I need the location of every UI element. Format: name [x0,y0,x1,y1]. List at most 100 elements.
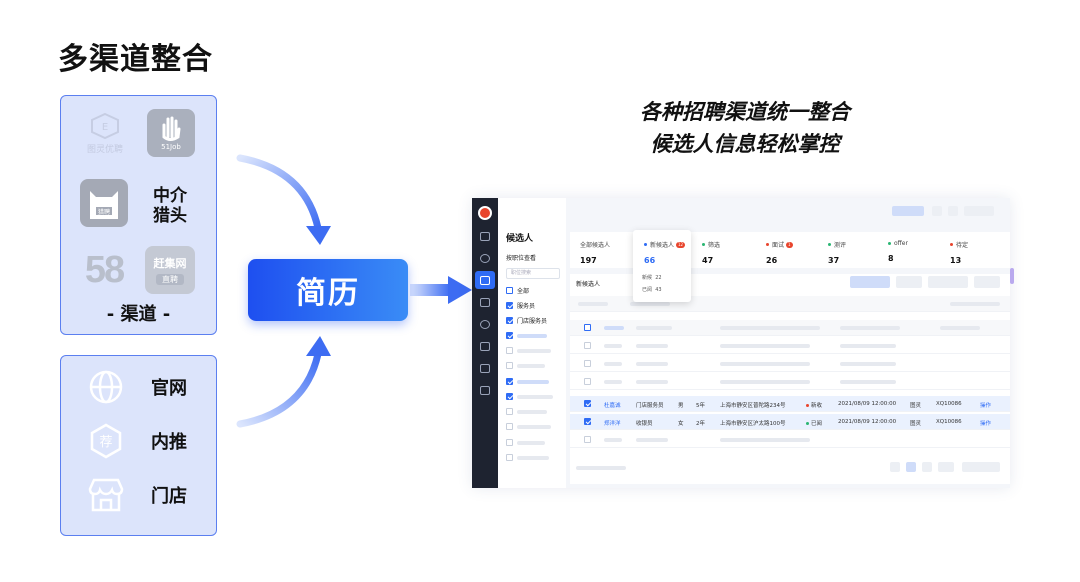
tree-item-waiter[interactable]: 服务员 [506,301,535,310]
ganji-logo: 赶集网 直聘 [145,246,195,294]
cat-logo: 猎聘 [80,179,128,227]
position-filter-panel: 候选人 按职位查看 职位搜索 全部 服务员 门店服务员 [498,198,566,488]
tree-item[interactable] [506,362,545,369]
app-sidebar [472,198,498,488]
table-row-1[interactable]: 杜嘉诚 门店服务员 男 5年 上海市静安区普陀路234号 新收 2021/08/… [570,396,1010,412]
home-icon[interactable] [480,232,490,241]
report-icon[interactable] [480,364,490,373]
arrow-top [236,154,331,245]
channel-store-label: 门店 [151,486,187,507]
store-icon [87,476,125,514]
table-header [570,320,1010,336]
tuling-icon: E [91,112,119,139]
candidates-title: 候选人 [506,234,534,244]
cat-text: 猎聘 [98,208,110,216]
app-screenshot: 候选人 按职位查看 职位搜索 全部 服务员 门店服务员 全部候选人 197 [472,198,1010,488]
table-row[interactable] [570,432,1010,448]
table-action-button[interactable] [850,276,890,288]
stat-screening[interactable]: 筛选 47 [702,242,721,265]
tree-item[interactable] [506,408,547,415]
arrow-right [410,276,472,304]
top-icon[interactable] [932,206,942,216]
tree-item[interactable] [506,439,545,446]
58-text: 58 [84,248,125,291]
popup-new: 新候 22 [642,275,662,281]
position-search-input[interactable]: 职位搜索 [506,268,560,279]
table-row[interactable] [570,374,1010,390]
page-title: 多渠道整合 [58,42,213,77]
tuling-text: 图灵优聘 [86,144,123,155]
tree-item-store-waiter[interactable]: 门店服务员 [506,316,547,325]
ganji-text: 赶集网 [153,257,187,270]
arrow-bottom [236,336,331,428]
channel-website: 官网 [87,368,187,406]
thumb-icon[interactable] [480,342,490,351]
app-logo [478,206,492,220]
scroll-indicator[interactable] [1010,268,1014,284]
stat-pending[interactable]: 待定 13 [950,242,969,265]
filter-label: 按职位查看 [506,255,537,262]
stat-assessment[interactable]: 测评 37 [828,242,847,265]
user-icon[interactable] [480,254,490,263]
51job-text: 51Job [161,143,181,151]
cat-icon: 猎聘 [90,191,118,219]
stat-all[interactable]: 全部候选人 197 [580,242,611,265]
slogan-line-1: 各种招聘渠道统一整合 [640,100,850,124]
table-action-button[interactable] [974,276,1000,288]
intermediary-label: 中介 猎头 [153,186,187,226]
user-menu[interactable] [964,206,994,216]
tree-item-all[interactable]: 全部 [506,286,529,295]
recommend-icon: 荐 [87,422,125,460]
page-button-active[interactable] [906,462,916,472]
tree-item[interactable] [506,423,551,430]
row-action-link[interactable]: 操作 [980,421,992,427]
tree-item[interactable] [506,454,549,461]
table-row[interactable] [570,356,1010,372]
grid-icon[interactable] [480,386,490,395]
briefcase-icon[interactable] [480,276,490,285]
table-title: 新候选人 [576,281,601,288]
tree-item[interactable] [506,347,551,354]
tuling-logo: E 图灵优聘 [81,109,129,157]
tree-item[interactable] [506,378,549,385]
row-action-link[interactable]: 操作 [980,403,992,409]
table-action-button[interactable] [896,276,922,288]
candidate-table: 新候选人 [570,274,1010,484]
58-logo: 58 [80,246,128,294]
tree-item[interactable] [506,393,553,400]
page-button[interactable] [922,462,932,472]
channel-website-label: 官网 [151,378,187,399]
slogan-line-2: 候选人信息轻松掌控 [650,132,840,156]
stat-offer[interactable]: offer 8 [888,240,908,263]
resume-label: 简历 [296,276,360,311]
table-action-button[interactable] [928,276,968,288]
page-size-select[interactable] [938,462,954,472]
svg-text:荐: 荐 [99,435,112,450]
extra-channels-panel: 官网 荐 内推 门店 [60,355,217,536]
settings-icon[interactable] [480,320,490,329]
table-row-2[interactable]: 郑洋洋 收银员 女 2年 上海市静安区沪太路100号 已阅 2021/08/09… [570,414,1010,430]
popup-read: 已阅 43 [642,287,662,293]
top-action-button[interactable] [892,206,924,216]
page-jump-input[interactable] [962,462,1000,472]
resume-box: 简历 [248,259,408,321]
tree-item[interactable] [506,332,547,339]
ganji-sub: 直聘 [156,274,184,285]
svg-text:E: E [102,122,108,133]
channels-panel: E 图灵优聘 51Job 猎聘 中介 猎头 58 赶集网 直聘 - 渠道 - [60,95,217,335]
globe-icon [87,368,125,406]
channel-referral: 荐 内推 [87,422,187,460]
51job-logo: 51Job [147,109,195,157]
top-icon[interactable] [948,206,958,216]
page-button[interactable] [890,462,900,472]
hand-icon [162,116,181,141]
channel-referral-label: 内推 [151,432,187,453]
channel-store: 门店 [87,476,187,514]
chat-icon[interactable] [480,298,490,307]
table-row[interactable] [570,338,1010,354]
channels-caption: - 渠道 - [106,304,171,325]
